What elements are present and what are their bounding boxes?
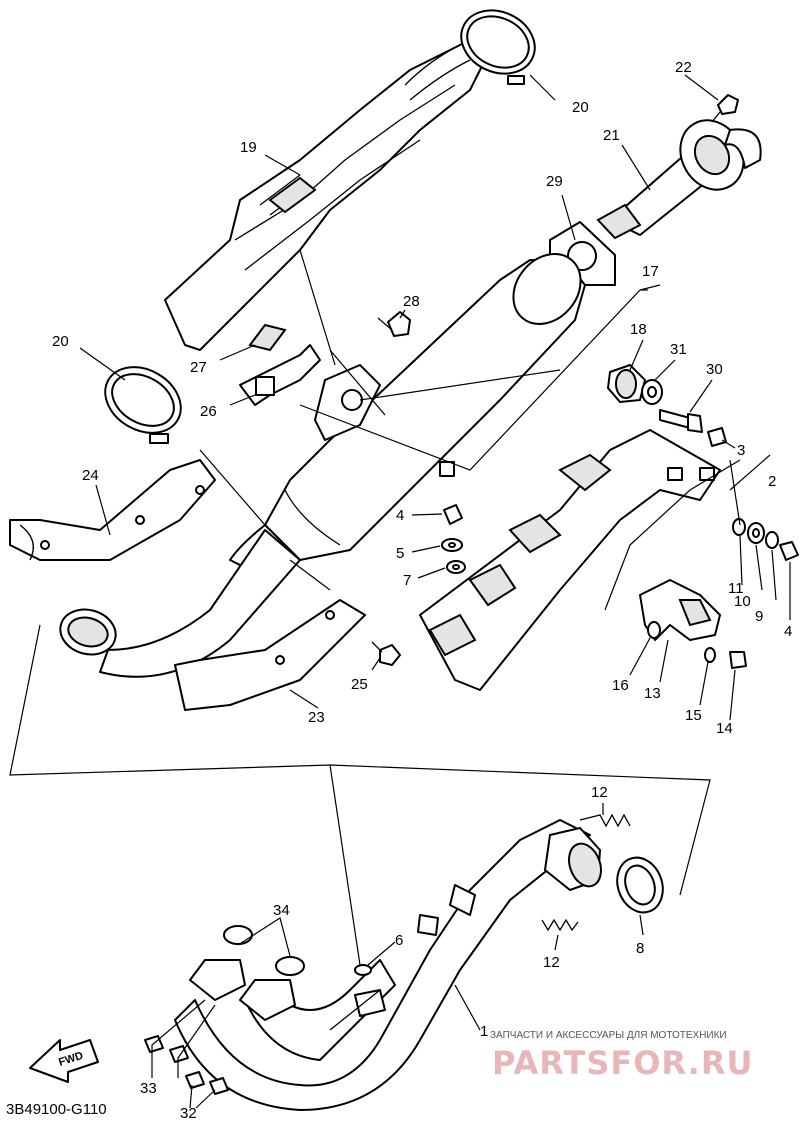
assembly-lines	[9, 249, 771, 966]
callout-17: 17	[642, 263, 659, 280]
flanges	[189, 959, 296, 1021]
bolt-14	[729, 651, 747, 669]
callout-24: 24	[82, 467, 99, 484]
bolt-6	[354, 964, 372, 976]
bolt-25	[371, 641, 401, 666]
callout-28: 28	[403, 293, 420, 310]
bolt-4-upper	[443, 504, 463, 525]
nut-3	[707, 427, 727, 447]
callout-34: 34	[273, 902, 290, 919]
pipe-guard-24	[9, 459, 216, 561]
callout-30: 30	[706, 361, 723, 378]
callout-14: 14	[716, 720, 733, 737]
callout-26: 26	[200, 403, 217, 420]
gasket-8	[616, 856, 664, 914]
callout-1: 1	[480, 1023, 488, 1040]
callout-33: 33	[140, 1080, 157, 1097]
callout-4-upper: 4	[396, 507, 404, 524]
washer-9	[765, 531, 779, 549]
callout-4-lower: 4	[784, 623, 792, 640]
diagram-code: 3B49100-G110	[6, 1101, 107, 1118]
washer-15	[704, 647, 716, 663]
callout-19: 19	[240, 139, 257, 156]
exhaust-pipe-1	[174, 819, 602, 1111]
bolt-28	[377, 311, 411, 337]
bolt-22	[711, 94, 739, 123]
washer-16	[647, 621, 661, 639]
callout-9: 9	[755, 608, 763, 625]
callout-18: 18	[630, 321, 647, 338]
exhaust-pipe-middle	[59, 529, 301, 678]
watermark: ЗАПЧАСТИ И АКСЕССУАРЫ ДЛЯ МОТОТЕХНИКИ PA…	[490, 1030, 753, 1082]
callout-7: 7	[403, 572, 411, 589]
leader-lines	[79, 74, 791, 1109]
bolt-4-lower	[779, 541, 799, 561]
callout-10: 10	[734, 593, 751, 610]
bolt-30	[659, 409, 703, 433]
callout-21: 21	[603, 127, 620, 144]
callouts: 20 19 22 21 29 17 18 31 30 28 27 26 20 2…	[52, 59, 792, 1122]
washer-7	[446, 560, 466, 574]
callout-25: 25	[351, 676, 368, 693]
callout-20-top: 20	[572, 99, 589, 116]
callout-5: 5	[396, 545, 404, 562]
tail-pipe	[596, 119, 762, 240]
callout-22: 22	[675, 59, 692, 76]
callout-23: 23	[308, 709, 325, 726]
pad-27	[248, 323, 287, 352]
callout-20-left: 20	[52, 333, 69, 350]
guard-13	[639, 579, 721, 641]
muffler-heat-shield	[164, 39, 486, 351]
callout-6: 6	[395, 932, 403, 949]
damper-18	[607, 364, 646, 403]
callout-31: 31	[670, 341, 687, 358]
collar-31	[641, 379, 663, 405]
callout-12-bottom: 12	[543, 954, 560, 971]
fwd-arrow-icon: FWD	[29, 1039, 99, 1083]
watermark-brand: PARTSFOR.RU	[492, 1044, 753, 1082]
callout-12-top: 12	[591, 784, 608, 801]
callout-16: 16	[612, 677, 629, 694]
muffler-clamp-top	[460, 9, 536, 85]
bracket-26	[239, 344, 321, 406]
pipe-guard-23	[174, 599, 366, 711]
gaskets-34	[223, 925, 305, 976]
callout-3: 3	[737, 442, 745, 459]
callout-29: 29	[546, 173, 563, 190]
callout-11: 11	[728, 580, 744, 597]
callout-13: 13	[644, 685, 661, 702]
callout-15: 15	[685, 707, 702, 724]
callout-27: 27	[190, 359, 207, 376]
callout-2: 2	[768, 473, 776, 490]
collar-10	[747, 522, 765, 544]
muffler-clamp-left	[104, 366, 182, 444]
protector-2	[419, 429, 721, 691]
spring-12-top	[579, 813, 631, 828]
washer-5	[441, 538, 463, 552]
callout-32: 32	[180, 1105, 197, 1122]
watermark-tagline: ЗАПЧАСТИ И АКСЕССУАРЫ ДЛЯ МОТОТЕХНИКИ	[490, 1030, 727, 1041]
callout-8: 8	[636, 940, 644, 957]
spring-12-bottom	[541, 918, 579, 932]
